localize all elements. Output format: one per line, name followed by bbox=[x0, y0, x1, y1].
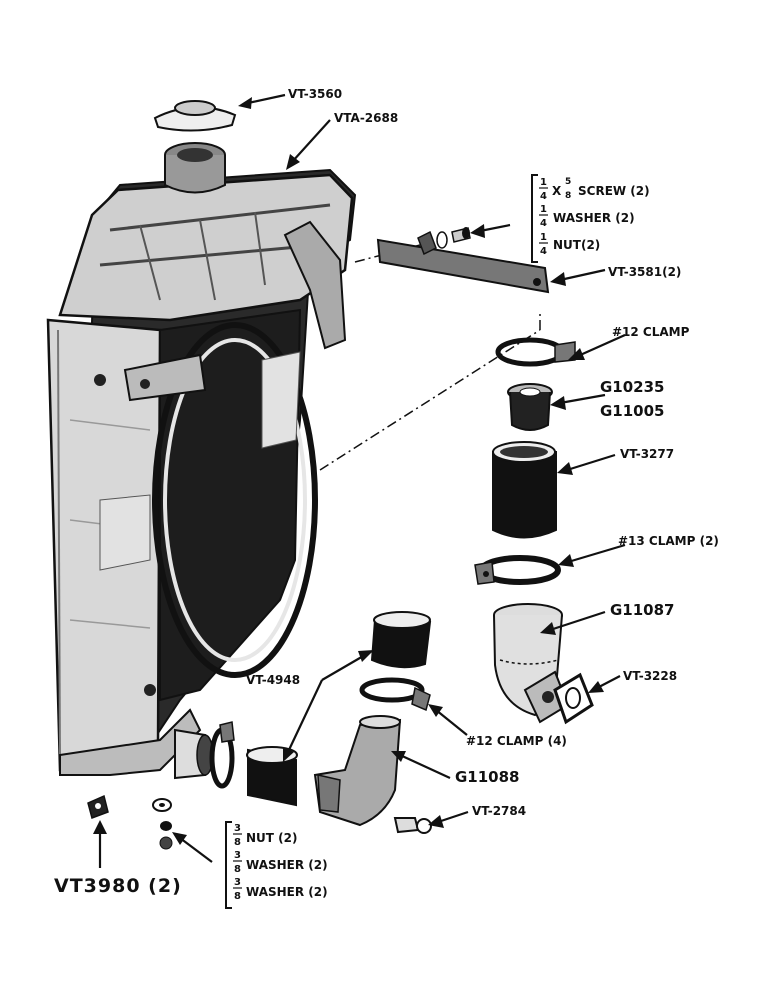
fraction-three-eighths-num-1: 3 bbox=[234, 823, 241, 834]
inlet-elbow bbox=[313, 715, 402, 827]
label-washer-spec: WASHER (2) bbox=[553, 211, 635, 225]
fraction-quarter-num-3: 1 bbox=[540, 232, 547, 243]
label-inlet-elbow: G11088 bbox=[455, 768, 520, 786]
fraction-five-eighths-num: 5 bbox=[565, 177, 571, 187]
lower-hose bbox=[370, 611, 432, 669]
label-drain-cock: VT-2784 bbox=[472, 804, 526, 818]
label-radiator-assembly: VTA-2688 bbox=[334, 111, 398, 125]
label-nut-spec: NUT(2) bbox=[553, 238, 600, 252]
fraction-quarter-den-3: 4 bbox=[540, 246, 547, 257]
label-bottom-washer-1: WASHER (2) bbox=[246, 858, 328, 872]
clamp-small bbox=[209, 721, 235, 789]
mount-pad bbox=[87, 794, 109, 819]
upper-hose bbox=[492, 441, 557, 539]
leader-lines bbox=[93, 93, 626, 868]
fraction-three-eighths-den-2: 8 bbox=[234, 864, 241, 875]
fraction-quarter-num-2: 1 bbox=[540, 204, 547, 215]
label-bottom-nut: NUT (2) bbox=[246, 831, 297, 845]
drain-cock bbox=[393, 817, 432, 834]
label-brace: VT-3581(2) bbox=[608, 265, 681, 279]
fraction-three-eighths-den-3: 8 bbox=[234, 891, 241, 902]
label-clamp-12: #12 CLAMP bbox=[612, 325, 690, 339]
brace-rod bbox=[376, 238, 550, 294]
fraction-three-eighths-den-1: 8 bbox=[234, 837, 241, 848]
label-thermostat-b: G11005 bbox=[600, 402, 665, 420]
spec-brackets bbox=[225, 174, 538, 909]
brace-fasteners bbox=[417, 227, 471, 256]
fraction-five-eighths-den: 8 bbox=[565, 191, 571, 201]
label-bottom-washer-2: WASHER (2) bbox=[246, 885, 328, 899]
radiator-assembly bbox=[46, 142, 357, 780]
fraction-three-eighths-num-2: 3 bbox=[234, 850, 241, 861]
thermostat bbox=[507, 383, 553, 431]
label-clamp-13: #13 CLAMP (2) bbox=[618, 534, 719, 548]
label-outlet-elbow: G11087 bbox=[610, 601, 675, 619]
label-times: X bbox=[552, 184, 562, 198]
clamp-13 bbox=[474, 555, 561, 585]
fraction-quarter-num-1: 1 bbox=[540, 177, 547, 188]
bottom-fasteners bbox=[152, 798, 173, 850]
gasket bbox=[553, 672, 594, 725]
label-screw-spec: SCREW (2) bbox=[578, 184, 650, 198]
clamp-12-top bbox=[495, 337, 576, 367]
label-gasket: VT-3228 bbox=[623, 669, 677, 683]
outlet-elbow bbox=[493, 603, 570, 724]
label-thermostat-a: G10235 bbox=[600, 378, 665, 396]
fraction-quarter-den-2: 4 bbox=[540, 218, 547, 229]
fraction-three-eighths-num-3: 3 bbox=[234, 877, 241, 888]
part-labels: VT-3560 VTA-2688 1 4 X 5 8 SCREW (2) 1 4… bbox=[54, 87, 719, 902]
label-lower-hose: VT-4948 bbox=[246, 673, 300, 687]
fraction-quarter-den-1: 4 bbox=[540, 191, 547, 202]
clamp-12-four bbox=[359, 677, 431, 712]
label-radiator-cap: VT-3560 bbox=[288, 87, 342, 101]
label-mount-pad: VT3980 (2) bbox=[54, 875, 182, 897]
radiator-cap bbox=[153, 100, 237, 132]
label-clamp-12-four: #12 CLAMP (4) bbox=[466, 734, 567, 748]
label-upper-hose: VT-3277 bbox=[620, 447, 674, 461]
